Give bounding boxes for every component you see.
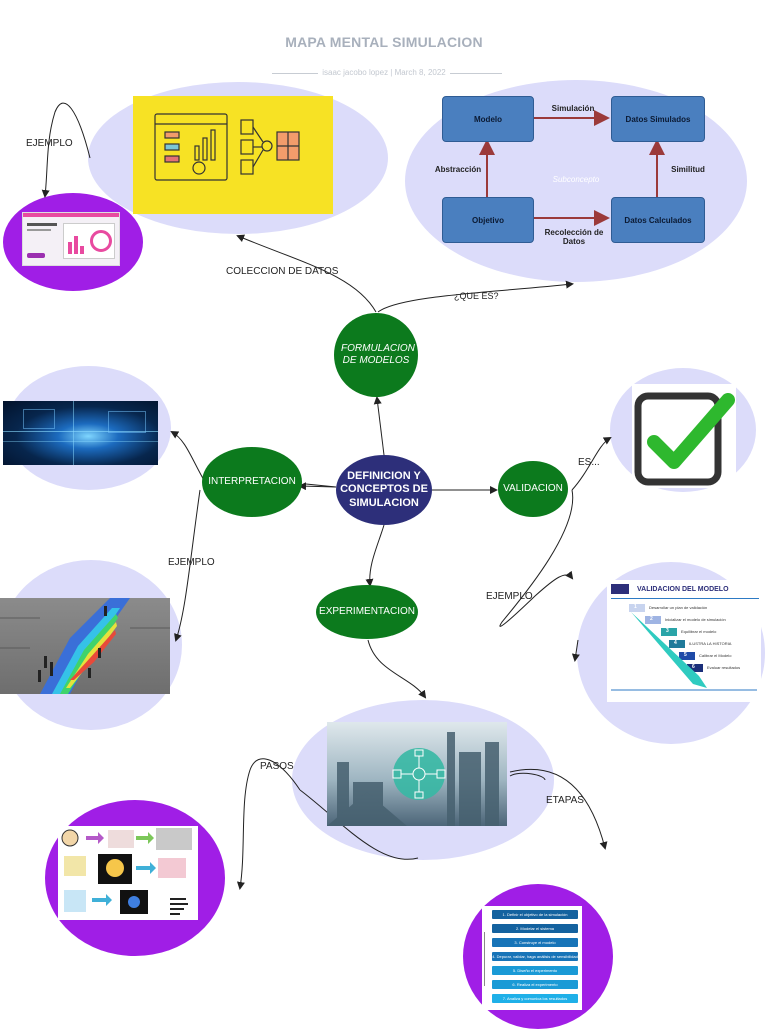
node-center-label: DEFINICION Y CONCEPTOS DE SIMULACION: [340, 470, 428, 509]
validation-step-number-2: 2: [650, 616, 653, 622]
industry-iot-image: [327, 722, 507, 826]
data-dashboard-illustration: [133, 96, 333, 214]
node-formulacion-label: FORMULACION DE MODELOS: [341, 343, 415, 366]
validation-slide-title: VALIDACION DEL MODELO: [637, 586, 729, 593]
stage-item-3: 3. Construye el modelo: [492, 938, 578, 947]
stage-item-7: 7. Analiza y comunica los resultados: [492, 994, 578, 1003]
validation-step-3: Equilibrar el modelo: [681, 629, 717, 634]
node-validacion[interactable]: VALIDACION: [498, 461, 568, 517]
map-subtitle: isaac jacobo lopez | March 8, 2022: [0, 68, 768, 77]
node-formulacion-modelos[interactable]: FORMULACION DE MODELOS: [334, 313, 418, 397]
validation-model-slide: VALIDACION DEL MODELO 1 2 3 4 5 6 Desarr…: [607, 580, 761, 702]
steps-collage-image: [58, 826, 198, 920]
concept-box-datos-calculados: Datos Calculados: [611, 197, 705, 243]
validation-step-4: ILUSTRA LA HISTORIA: [689, 641, 732, 646]
validation-step-number-1: 1: [634, 604, 637, 610]
validation-step-number-6: 6: [692, 664, 695, 670]
simulation-stages-list: 1. Definir el objetivo de la simulación …: [482, 906, 582, 1010]
digital-network-image: [3, 401, 158, 465]
stage-item-2: 2. Modelar el sistema: [492, 924, 578, 933]
stage-item-5: 5. Diseño el experimento: [492, 966, 578, 975]
validation-step-6: Evaluar resultados: [707, 665, 741, 670]
edge-label-coleccion-datos: COLECCION DE DATOS: [226, 266, 339, 277]
edge-label-etapas: ETAPAS: [546, 795, 584, 806]
concept-label-abstraccion: Abstracción: [434, 165, 482, 174]
node-interpretacion[interactable]: INTERPRETACION: [202, 447, 302, 517]
validation-step-1: Desarrollar un plan de validación: [649, 605, 708, 610]
map-title: MAPA MENTAL SIMULACION: [285, 34, 483, 50]
validation-step-5: Calibrar el Modelo: [699, 653, 732, 658]
edge-label-ejemplo-left: EJEMPLO: [168, 557, 215, 568]
edge-label-es: ES...: [578, 457, 600, 468]
concept-box-modelo: Modelo: [442, 96, 534, 142]
stage-item-4: 4. Depurar, validar, haga análisis de se…: [492, 952, 578, 961]
concept-box-datos-simulados: Datos Simulados: [611, 96, 705, 142]
stage-item-6: 6. Realiza el experimento: [492, 980, 578, 989]
node-definicion-conceptos[interactable]: DEFINICION Y CONCEPTOS DE SIMULACION: [336, 455, 432, 525]
edge-label-ejemplo-right: EJEMPLO: [486, 591, 533, 602]
node-validacion-label: VALIDACION: [503, 483, 563, 494]
stage-item-1: 1. Definir el objetivo de la simulación: [492, 910, 578, 919]
concept-box-objetivo: Objetivo: [442, 197, 534, 243]
edge-label-ejemplo-top: EJEMPLO: [26, 138, 73, 149]
validation-step-number-3: 3: [666, 628, 669, 634]
crowd-simulation-image: [0, 598, 170, 694]
node-experimentacion-label: EXPERIMENTACION: [319, 606, 415, 617]
concept-label-subconcepto: Subconcepto: [552, 175, 600, 184]
presentation-example-image: [22, 212, 120, 266]
node-experimentacion[interactable]: EXPERIMENTACION: [316, 585, 418, 639]
concept-label-simulacion: Simulación: [551, 104, 595, 113]
validation-step-2: Inicializar el modelo de simulación: [665, 617, 726, 622]
concept-label-recoleccion: Recolección de Datos: [544, 228, 604, 247]
node-interpretacion-label: INTERPRETACION: [208, 476, 296, 487]
concept-label-similitud: Similitud: [671, 165, 705, 174]
edge-label-que-es: ¿QUE ES?: [454, 291, 499, 301]
edge-label-pasos: PASOS: [260, 761, 294, 772]
validation-step-number-4: 4: [674, 640, 677, 646]
validation-step-number-5: 5: [684, 652, 687, 658]
checkmark-image: [632, 384, 736, 488]
